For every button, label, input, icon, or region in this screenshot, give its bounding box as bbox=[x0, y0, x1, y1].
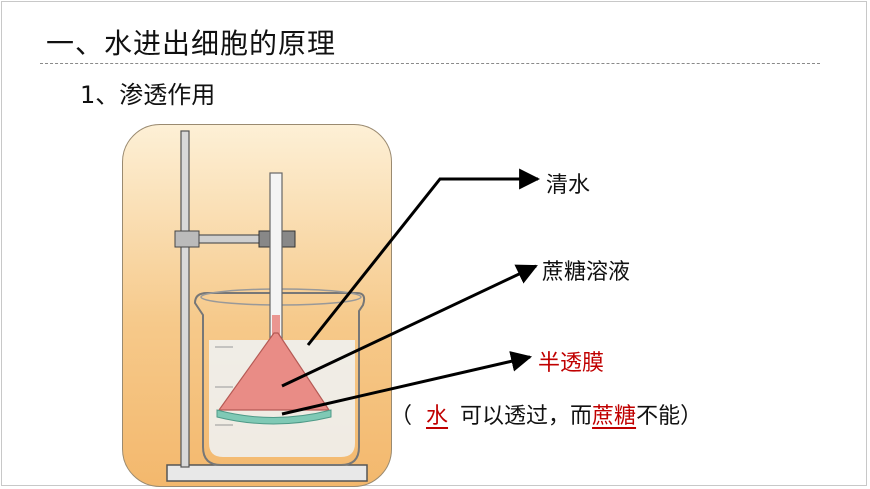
stand-base bbox=[166, 464, 368, 482]
membrane-note: （ 水可以透过，而蔗糖不能） bbox=[390, 398, 702, 430]
stem-solution bbox=[272, 315, 280, 345]
stand-rod bbox=[180, 130, 190, 468]
note-middle: 可以透过，而 bbox=[460, 404, 593, 429]
apparatus-drawing bbox=[166, 130, 368, 482]
beaker bbox=[193, 292, 366, 466]
label-sucrose-solution: 蔗糖溶液 bbox=[542, 260, 631, 285]
note-open: （ bbox=[390, 404, 413, 429]
section-subtitle: 1、渗透作用 bbox=[80, 81, 216, 109]
osmosis-apparatus-photo bbox=[122, 124, 392, 487]
title-divider bbox=[40, 63, 820, 64]
membrane-layer bbox=[216, 409, 332, 425]
clamp-knob bbox=[174, 230, 200, 248]
slide-title: 一、水进出细胞的原理 bbox=[46, 27, 337, 60]
label-membrane: 半透膜 bbox=[538, 351, 605, 376]
note-answer-sucrose: 蔗糖 bbox=[592, 404, 637, 429]
note-answer-water: 水 bbox=[426, 404, 449, 429]
label-water: 清水 bbox=[546, 173, 591, 198]
note-end: 不能） bbox=[636, 404, 703, 429]
